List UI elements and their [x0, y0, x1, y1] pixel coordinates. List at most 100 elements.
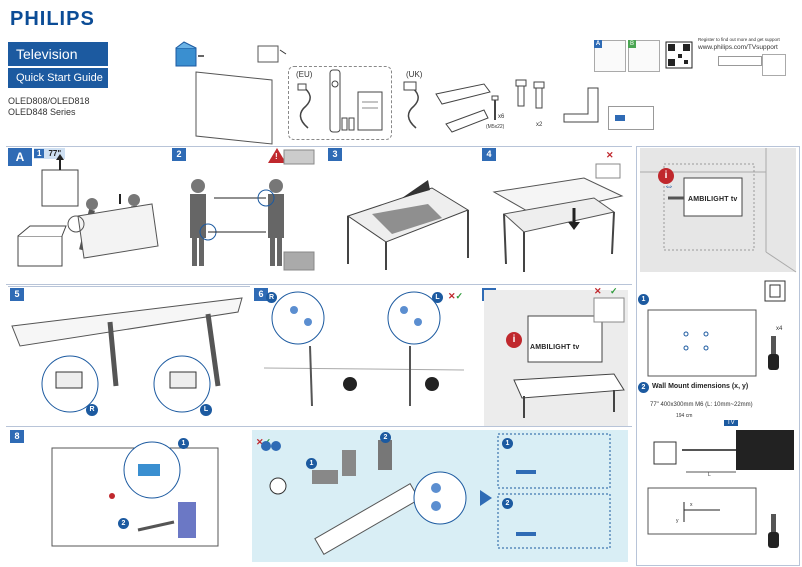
x-label: x — [690, 502, 693, 508]
unboxing-illustration — [17, 154, 159, 267]
screw-x4: x4 — [776, 326, 783, 332]
screwdriver-icon — [768, 336, 779, 370]
check-icon: ✓ — [455, 291, 464, 301]
stand-feet-icon — [515, 79, 545, 109]
feet-x-icon: ✕ — [256, 437, 264, 447]
setup-thumbnails: A B — [594, 40, 660, 72]
feet-step-2: 2 — [380, 432, 391, 443]
step-6-x-check: ✕✓ — [448, 286, 474, 306]
size-badge-number: 1 — [34, 149, 45, 158]
step-7-x: ✕ — [594, 286, 602, 296]
remote-icon — [329, 69, 341, 133]
section-b-panel — [636, 146, 800, 566]
warning-icon — [268, 148, 286, 163]
uk-label: (UK) — [406, 70, 423, 79]
register-card — [762, 54, 786, 76]
step-5-illustration — [11, 297, 243, 413]
feet-step-1: 1 — [306, 458, 317, 469]
wall-step-2: 2 — [638, 382, 649, 393]
box-contents: (EU) (UK) x6 (M5x22) x2 — [170, 36, 620, 146]
qr-code-icon — [665, 41, 693, 69]
wall-step-1-icon — [764, 280, 786, 302]
model-line-2: OLED848 Series — [8, 107, 76, 117]
search-bar[interactable] — [718, 56, 762, 66]
size-badge-value: 77" — [48, 149, 62, 158]
x-icon: ✕ — [448, 291, 456, 301]
wall-dims-spec: 77" 400x300mm M6 (L: 10mm~22mm) — [650, 402, 753, 408]
tv-panel-drawing — [195, 71, 273, 145]
wall-step-1: 1 — [638, 294, 649, 305]
step-7-ambilight: AMBILIGHT tv — [530, 344, 580, 351]
step-8-1: 1 — [178, 438, 189, 449]
support-url[interactable]: www.philips.com/TVsupport — [698, 44, 778, 51]
wall-diagram — [653, 430, 794, 473]
carton-icon — [257, 45, 287, 63]
power-cord-eu-icon — [297, 83, 311, 129]
tv-back-1 — [647, 309, 757, 377]
eu-label: (EU) — [296, 70, 313, 79]
step-6-illustration — [263, 291, 465, 407]
l-label: L — [708, 472, 711, 478]
size-badge: 1 77" — [34, 148, 66, 159]
product-title: Television — [8, 42, 108, 66]
wall-dims-sub: 194 cm — [676, 413, 693, 419]
register-text: Register to find out more and get suppor… — [698, 37, 780, 42]
screws-icon — [491, 95, 499, 120]
step-6-badge: 6 — [254, 288, 268, 301]
info-arrow: ⇔ — [664, 181, 674, 192]
step-5-r-badge: R — [86, 404, 98, 416]
step-3-badge: 3 — [328, 148, 342, 161]
step-3-illustration — [346, 180, 470, 270]
screw-spec: (M5x22) — [486, 124, 505, 130]
feet-detail-2: 2 — [502, 498, 513, 509]
feet-count: x2 — [536, 122, 543, 128]
step-2-illustration — [190, 149, 315, 271]
step-6-r-badge: R — [266, 292, 277, 303]
feet-detail-1: 1 — [502, 438, 513, 449]
brand-panel: PHILIPS Television Quick Start Guide OLE… — [0, 0, 110, 140]
leaflet-icon — [357, 91, 383, 131]
step-8-2: 2 — [118, 518, 129, 529]
wall-dims-title: Wall Mount dimensions (x, y) — [652, 383, 749, 390]
step-5-panel — [8, 286, 250, 426]
divider-row3 — [6, 426, 632, 427]
step-5-badge: 5 — [10, 288, 24, 301]
divider-row1 — [6, 146, 632, 147]
model-line-1: OLED808/OLED818 — [8, 96, 90, 106]
y-label: y — [676, 518, 679, 524]
manual-thumbnail — [608, 106, 654, 130]
step-8-illustration — [51, 441, 219, 547]
thumb-b-badge: B — [628, 40, 636, 48]
screw-count: x6 — [498, 114, 505, 120]
bracket-icon — [563, 87, 599, 123]
section-a-badge: A — [8, 148, 32, 166]
tv-tag: TV — [724, 420, 738, 426]
philips-logo: PHILIPS — [10, 8, 95, 30]
step-7-illustration — [513, 297, 625, 418]
feet-assembly-illustration — [261, 433, 611, 555]
step-8-badge: 8 — [10, 430, 24, 443]
step-2-badge: 2 — [172, 148, 186, 161]
model-list: OLED808/OLED818 OLED848 Series — [8, 96, 90, 118]
info-icon: i — [658, 168, 674, 184]
accessory-box — [288, 66, 392, 140]
step-4-illustration — [492, 163, 624, 272]
warning-icon-mark: ! — [275, 152, 278, 161]
screwdriver-icon-2 — [768, 514, 779, 548]
ambilight-tv-text: AMBILIGHT tv — [688, 196, 738, 203]
guide-title: Quick Start Guide — [8, 68, 108, 88]
step-5-l-badge: L — [200, 404, 212, 416]
step-7-info-icon: i — [506, 332, 522, 348]
tv-back-2 — [647, 487, 757, 535]
step-4-badge: 4 — [482, 148, 496, 161]
room-lines — [640, 148, 797, 273]
batteries-icon — [341, 117, 355, 131]
box-open-icon — [175, 41, 204, 67]
step-7-check: ✓ — [610, 286, 618, 296]
thumb-a-badge: A — [594, 40, 602, 48]
power-cord-uk-icon — [403, 81, 419, 129]
step-4-forbidden: ✕ — [606, 150, 614, 160]
step-6-l-badge: L — [432, 292, 443, 303]
divider-row2 — [6, 284, 632, 285]
stand-legs-icon — [435, 83, 491, 133]
